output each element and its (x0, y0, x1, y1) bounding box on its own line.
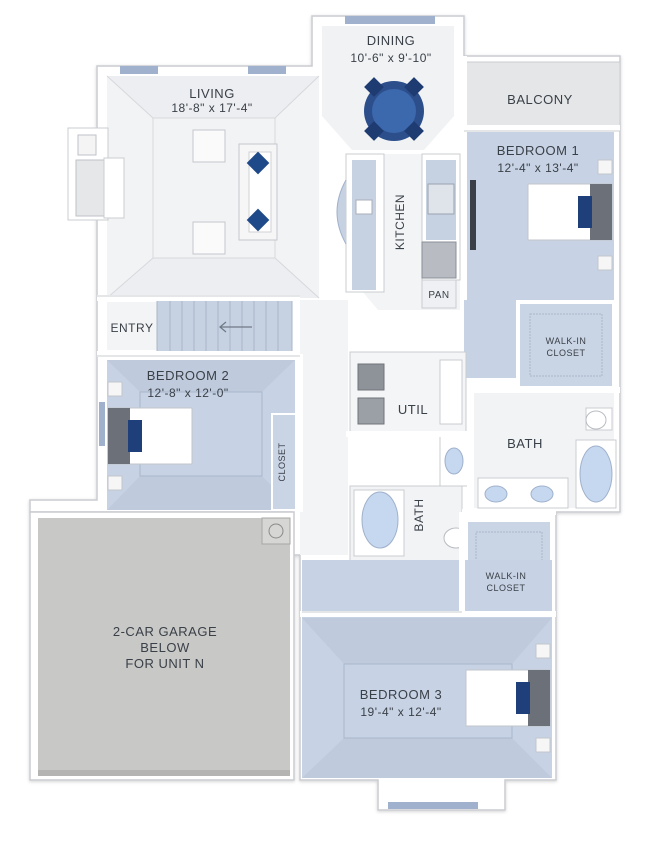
dining-table (364, 77, 424, 141)
hallway-floor (300, 300, 348, 555)
walkin1-label-line1: WALK-IN (546, 336, 587, 346)
living-label: LIVING (189, 86, 235, 101)
window (99, 402, 105, 446)
fireplace (67, 127, 125, 221)
pantry-label: PAN (428, 290, 449, 301)
walkin1-floor (516, 300, 616, 390)
stairs (156, 299, 293, 353)
balcony-label: BALCONY (507, 92, 573, 107)
stair-arrow (219, 321, 252, 333)
bath2-label: BATH (412, 498, 426, 531)
walkin3-label-line2: CLOSET (486, 583, 525, 593)
util-label: UTIL (398, 402, 428, 417)
garage-label-line3: FOR UNIT N (125, 656, 204, 671)
living-dims: 18'-8" x 17'-4" (171, 101, 252, 115)
entry-label: ENTRY (111, 321, 154, 335)
window (248, 66, 286, 74)
window (345, 16, 435, 24)
walkin1-label-line2: CLOSET (546, 348, 585, 358)
bedroom1-label: BEDROOM 1 (497, 143, 580, 158)
closet2-label: CLOSET (277, 442, 287, 481)
bath1-label: BATH (507, 436, 543, 451)
garage-floor (38, 518, 290, 776)
bedroom2-dims: 12'-8" x 12'-0" (147, 386, 228, 400)
living-furniture (192, 129, 278, 255)
closet2-floor (271, 413, 297, 511)
living-ceiling-tray (107, 76, 319, 118)
kitchen-label: KITCHEN (393, 194, 407, 250)
window (120, 66, 158, 74)
interior-walls (97, 56, 620, 617)
bedroom3-dims: 19'-4" x 12'-4" (360, 705, 441, 719)
dining-label: DINING (367, 33, 416, 48)
garage-label-line1: 2-CAR GARAGE (113, 624, 217, 639)
garage-label-line2: BELOW (140, 640, 190, 655)
bed (527, 159, 613, 271)
bedroom2-label: BEDROOM 2 (147, 368, 230, 383)
bedroom1-dims: 12'-4" x 13'-4" (497, 161, 578, 175)
bedroom3-label: BEDROOM 3 (360, 687, 443, 702)
bed (465, 643, 551, 753)
room-labels: LIVING 18'-8" x 17'-4" DINING 10'-6" x 9… (111, 33, 587, 719)
bed (107, 381, 193, 491)
dining-dims: 10'-6" x 9'-10" (350, 51, 431, 65)
window (388, 802, 478, 809)
entry-floor (107, 302, 157, 350)
walkin3-label-line1: WALK-IN (486, 571, 527, 581)
